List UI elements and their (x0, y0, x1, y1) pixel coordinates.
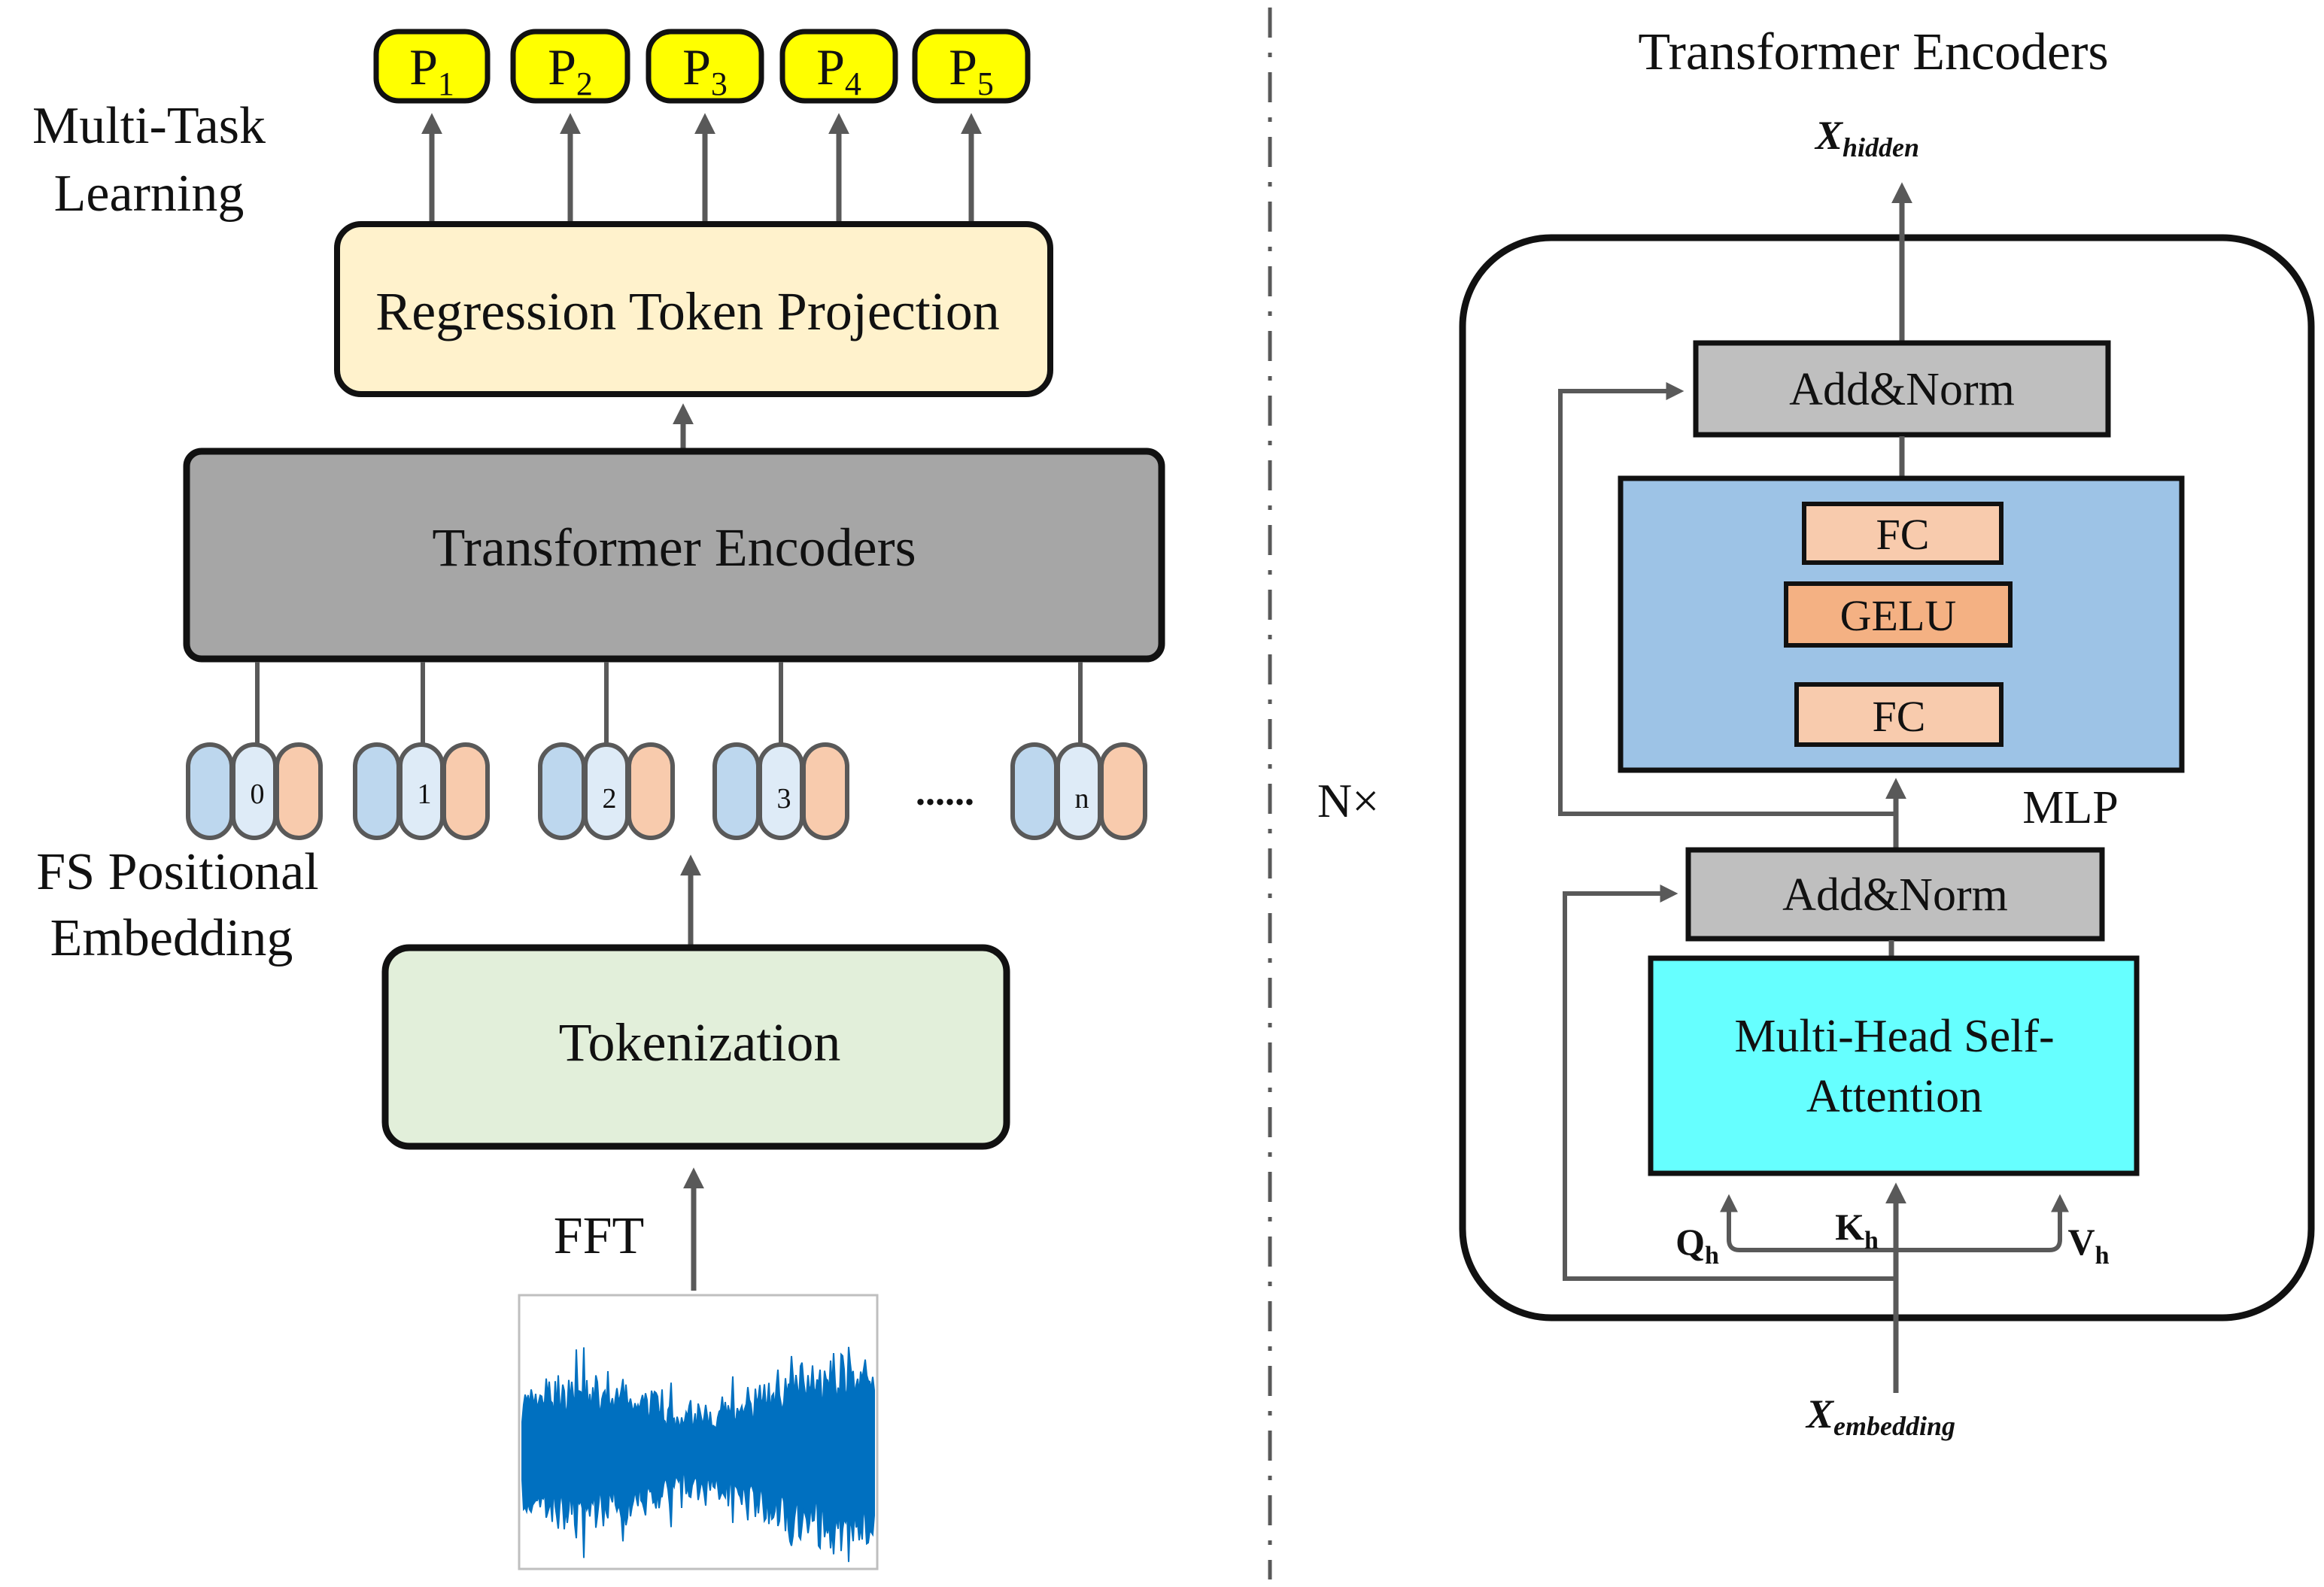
token-n: n (1010, 742, 1147, 840)
add-norm-bottom-box: Add&Norm (1685, 847, 2105, 942)
multitask-label-line1: Multi-Task (32, 97, 266, 155)
token-3: 3 (712, 742, 849, 840)
token-n-label: n (1075, 783, 1089, 815)
gelu-label: GELU (1840, 591, 1957, 640)
token-1: 1 (353, 742, 490, 840)
output-p3-base: P (682, 38, 711, 96)
token-3-label: 3 (777, 783, 791, 815)
skip-connection-upper (1558, 382, 1896, 816)
signal-waveform-image (518, 1294, 879, 1570)
left-panel: Multi-Task Learning P1 P2 P3 P4 P5 (32, 29, 1165, 1570)
svg-text:P1: P1 (409, 38, 454, 102)
right-title: Transformer Encoders (1638, 23, 2108, 81)
gelu-box (1784, 581, 2013, 648)
multi-head-self-attention-box: Multi-Head Self- Attention (1648, 955, 2140, 1176)
fc-bottom-label: FC (1873, 692, 1926, 741)
output-p5-sub: 5 (977, 65, 994, 102)
svg-text:P3: P3 (682, 38, 728, 102)
tokenization-label: Tokenization (559, 1012, 841, 1073)
output-p1-sub: 1 (438, 65, 454, 102)
output-p3: P3 (646, 29, 764, 104)
regression-label: Regression Token Projection (375, 281, 1000, 341)
k-label: Kh (1835, 1206, 1879, 1255)
token-2-label: 2 (603, 783, 617, 815)
fs-label-line2: Embedding (50, 909, 293, 967)
encoder-block-container (1459, 234, 2315, 1321)
right-panel: Transformer Encoders Xhidden N× Add&Norm… (1317, 23, 2315, 1441)
output-p1-base: P (409, 38, 438, 96)
mhsa-label-line2: Attention (1806, 1071, 1982, 1122)
v-label: Vh (2067, 1221, 2109, 1270)
token-connectors (255, 662, 1083, 754)
token-ellipsis: ...... (916, 771, 974, 814)
add-norm-bottom-label: Add&Norm (1782, 869, 2008, 921)
encoders-label: Transformer Encoders (432, 517, 916, 578)
svg-text:P2: P2 (548, 38, 593, 102)
token-0: 0 (186, 742, 323, 840)
x-hidden-label: Xhidden (1814, 113, 1919, 162)
output-p3-sub: 3 (711, 65, 728, 102)
tokenization-box: Tokenization (381, 944, 1010, 1150)
skip-connection-lower (1563, 885, 1896, 1281)
output-p2-base: P (548, 38, 576, 96)
multitask-label-line2: Learning (54, 165, 245, 223)
fs-label-line1: FS Positional (36, 843, 318, 901)
svg-text:P5: P5 (949, 38, 994, 102)
fc-top-label: FC (1876, 510, 1930, 559)
regression-token-projection-box: Regression Token Projection (334, 221, 1053, 397)
fc-bottom-box (1794, 682, 2004, 747)
output-p5-base: P (949, 38, 977, 96)
v-branch-arrow (1896, 1194, 2069, 1252)
output-p4-base: P (816, 38, 845, 96)
mlp-box: FC GELU FC (1618, 475, 2185, 773)
output-p4-sub: 4 (845, 65, 861, 102)
output-p4: P4 (779, 29, 898, 104)
output-p5: P5 (912, 29, 1031, 104)
output-arrows (421, 113, 982, 224)
n-times-label: N× (1317, 774, 1379, 827)
output-p1: P1 (373, 29, 491, 104)
output-p2-sub: 2 (576, 65, 593, 102)
svg-text:P4: P4 (816, 38, 861, 102)
q-branch-arrow (1720, 1194, 1896, 1252)
token-2: 2 (538, 742, 675, 840)
fft-label: FFT (554, 1207, 645, 1265)
add-norm-top-box: Add&Norm (1693, 340, 2111, 438)
fc-top-box (1802, 502, 2004, 565)
transformer-encoders-box: Transformer Encoders (183, 448, 1165, 663)
mhsa-label-line1: Multi-Head Self- (1734, 1011, 2054, 1062)
output-p2: P2 (510, 29, 630, 104)
mlp-label: MLP (2022, 782, 2118, 833)
x-embedding-label: Xembedding (1805, 1391, 1955, 1441)
add-norm-top-label: Add&Norm (1789, 364, 2015, 415)
q-label: Qh (1675, 1221, 1719, 1270)
token-1-label: 1 (418, 778, 432, 810)
token-0-label: 0 (251, 778, 265, 810)
